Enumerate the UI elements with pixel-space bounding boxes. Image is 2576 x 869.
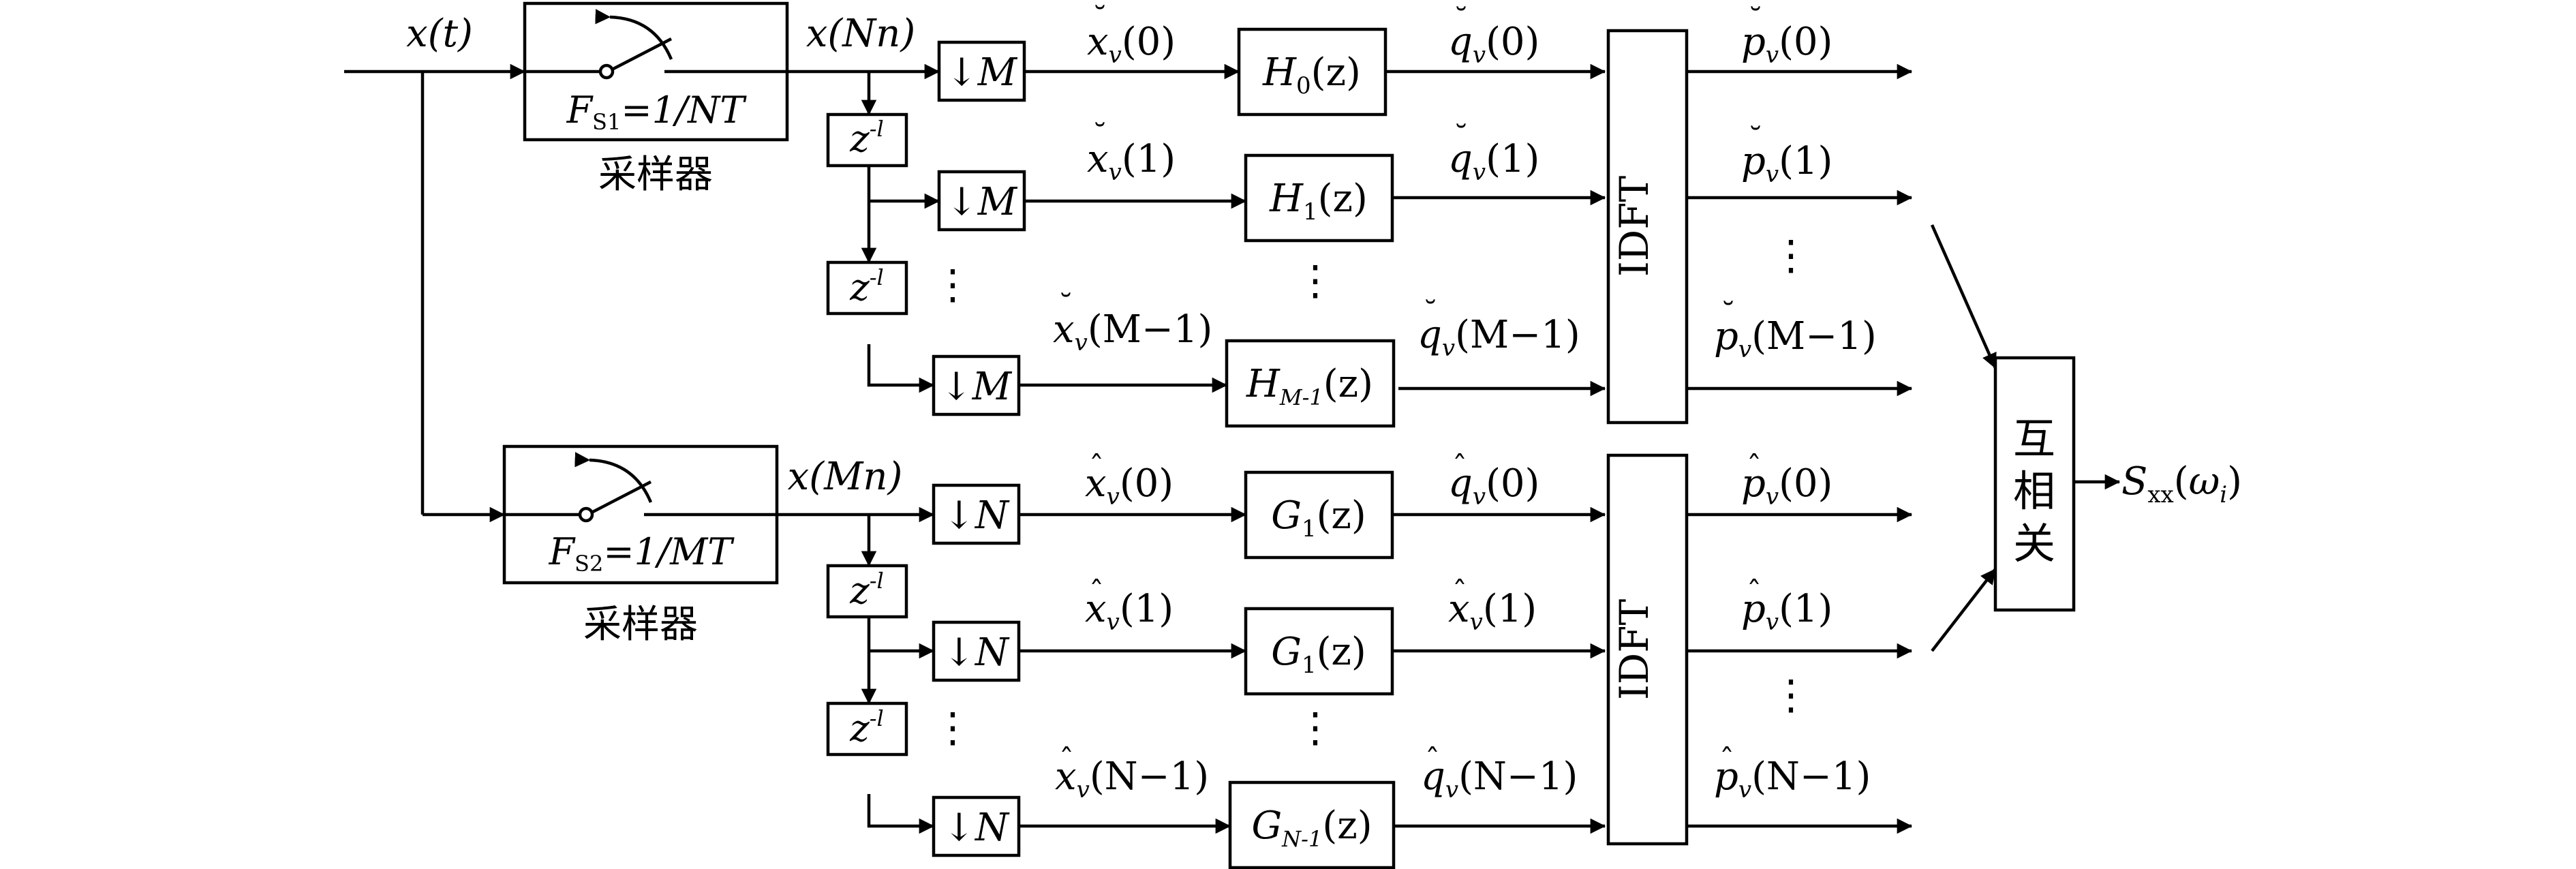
to-correlator-lower [1931,568,1997,652]
lower-p-label-0: pv(0) [1741,461,1833,510]
upper-p-label-1: pv(1) [1741,139,1833,188]
vertical-ellipsis: ⋮ [932,704,973,752]
to-correlator-upper [1930,224,1997,369]
filter-lower-0: G1(z) [1244,470,1394,560]
svg-text:↓M: ↓M [940,365,1013,409]
filter-lower-1: G1(z) [1244,607,1394,696]
upper-p-label-last: pv(M−1) [1714,314,1877,363]
lower-x-label-0: xv(0) [1085,461,1174,510]
svg-text:z-l: z-l [849,568,884,612]
lower-q-hat: ˆ [1452,450,1467,485]
lower-p-hat: ˆ [1747,450,1762,485]
lower-x-hat: ˆ [1089,450,1104,485]
upper-q-breve: ˘ [1423,296,1438,331]
svg-text:z-l: z-l [849,116,884,160]
idft-block-lower: IDFT [1606,453,1689,846]
decimator-lower-0: ↓N [932,483,1021,545]
delay-block: z-l [826,260,908,316]
upper-x-breve: ˘ [1058,289,1073,324]
upper-p-label-0: pv(0) [1741,20,1833,69]
svg-text:G1(z): G1(z) [1271,630,1366,679]
vertical-ellipsis: ⋮ [1770,671,1811,719]
lower-p-hat: ˆ [1747,575,1762,610]
upper-branch-last-line [867,344,935,393]
decimator-upper-0: ↓M [937,40,1026,102]
lower-p-label-last: pv(N−1) [1714,754,1871,804]
sampler-lower: FS2=1/MT [502,444,779,585]
svg-text:关: 关 [2013,519,2055,568]
svg-text:HM-1(z): HM-1(z) [1246,362,1373,410]
decimator-lower-1: ↓N [932,620,1021,682]
lower-q-hat: ˆ [1452,575,1467,610]
sampler-upper: FS1=1/NT [523,1,789,142]
filter-upper-last: HM-1(z) [1225,339,1396,428]
svg-text:↓N: ↓N [943,806,1010,850]
upper-q-label-0: qv(0) [1448,20,1539,69]
lower-p-hat: ˆ [1719,743,1734,778]
decimator-upper-last: ↓M [932,354,1021,416]
idft-block-upper: IDFT [1606,29,1689,425]
upper-q-label-last: qv(M−1) [1417,313,1580,362]
filter-upper-1: H1(z) [1244,153,1394,243]
input-signal-label: x(t) [406,12,473,56]
svg-text:z-l: z-l [849,705,884,750]
sampler-lower-output: x(Mn) [788,455,903,499]
svg-text:↓M: ↓M [946,50,1018,95]
vertical-ellipsis: ⋮ [1770,232,1811,279]
lower-x-label-last: xv(N−1) [1055,754,1209,804]
upper-q-label-1: qv(1) [1448,137,1539,186]
correlator-block: 互 相 关 [1993,356,2076,612]
filter-upper-0: H0(z) [1237,27,1387,117]
sampler-upper-rate: FS1=1/NT [566,89,748,135]
output-label: Sxx(ωi) [2121,459,2242,508]
sampler-lower-caption: 采样器 [583,603,698,647]
svg-text:↓M: ↓M [946,180,1018,224]
lower-x-hat: ˆ [1059,743,1074,778]
svg-text:GN-1(z): GN-1(z) [1251,804,1372,852]
upper-q-breve: ˘ [1454,3,1469,37]
delay-block: z-l [826,112,908,168]
lower-q-label-1: xv(1) [1448,587,1537,636]
vertical-ellipsis: ⋮ [1295,257,1336,305]
upper-q-breve: ˘ [1454,120,1469,155]
lower-x-label-1: xv(1) [1085,587,1174,636]
svg-text:H0(z): H0(z) [1262,50,1361,100]
upper-p-breve: ˘ [1748,122,1763,157]
upper-x-breve: ˘ [1092,119,1107,153]
svg-text:z-l: z-l [849,264,884,309]
lower-p-label-1: pv(1) [1741,587,1833,636]
vertical-ellipsis: ⋮ [932,261,973,309]
upper-x-label-1: xv(1) [1087,137,1176,186]
svg-text:互: 互 [2013,414,2055,463]
svg-text:IDFT: IDFT [1611,599,1657,701]
svg-text:↓N: ↓N [943,493,1010,538]
delay-block: z-l [826,701,908,757]
delay-block: z-l [826,564,908,619]
upper-x-label-0: xv(0) [1087,20,1176,69]
sampler-upper-caption: 采样器 [598,153,713,197]
decimator-lower-last: ↓N [932,795,1021,857]
sampler-upper-output: x(Nn) [806,12,915,56]
svg-text:H1(z): H1(z) [1269,177,1368,226]
upper-p-breve: ˘ [1748,3,1763,37]
lower-q-hat: ˆ [1425,743,1440,778]
svg-text:G1(z): G1(z) [1271,493,1366,543]
lower-q-label-last: qv(N−1) [1421,754,1578,804]
svg-text:IDFT: IDFT [1611,176,1657,277]
upper-x-breve: ˘ [1092,1,1107,36]
svg-text:相: 相 [2013,466,2055,516]
upper-p-breve: ˘ [1721,297,1736,332]
decimator-upper-1: ↓M [937,170,1026,232]
sampler-lower-rate: FS2=1/MT [549,530,735,577]
lower-q-label-0: qv(0) [1448,461,1539,510]
lower-x-hat: ˆ [1089,575,1104,610]
upper-x-label-last: xv(M−1) [1053,307,1212,356]
svg-text:↓N: ↓N [943,630,1010,675]
lower-branch-last-line [867,794,935,834]
vertical-ellipsis: ⋮ [1295,704,1336,752]
filter-lower-last: GN-1(z) [1228,780,1396,869]
